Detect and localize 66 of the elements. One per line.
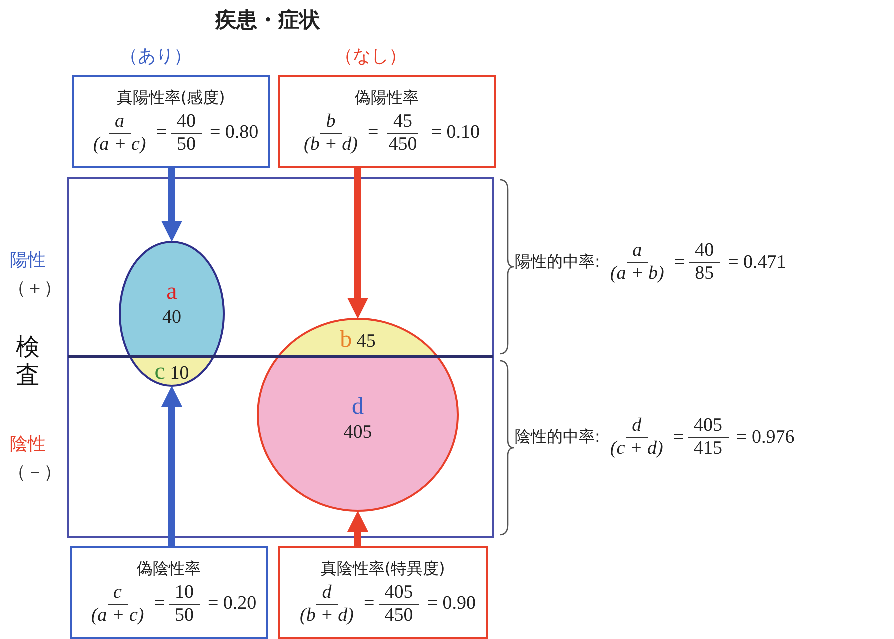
cell-count: 45 [356,331,376,352]
rate-heading: 真陽性率(感度) [116,88,226,108]
cell-count: 40 [162,307,182,328]
cell-letter: d [352,394,364,420]
equals-sign: = [364,593,375,615]
result-value: = 0.20 [208,593,257,615]
denominator: (b + d) [299,604,356,626]
cell-letter: b [340,327,352,353]
column-label: （なし） [335,45,407,68]
result-value: = 0.471 [728,252,786,274]
rate-heading: 偽陰性率 [137,558,201,580]
numerator: 405 [688,415,729,438]
result-value: = 0.80 [210,122,259,144]
rate-box [70,546,268,639]
arrow [162,168,182,242]
numerator: 40 [689,240,720,263]
rate-heading: 真陰性率(特異度) [320,558,446,580]
arrow [348,511,368,546]
ratio-name: 陽性的中率: [515,252,600,273]
ratio-name: 陰性的中率: [515,427,600,448]
row-label: （＋） [8,277,62,300]
numerator: 45 [387,110,418,134]
numerator: a [109,110,131,134]
rate-box [72,75,270,168]
denominator: (b + d) [303,134,360,156]
cell-count: 405 [344,422,372,443]
result-value: = 0.90 [427,593,476,615]
numerator: d [626,415,648,438]
denominator: (a + c) [92,134,148,156]
denominator: (a + b) [609,263,666,285]
axis-label: 検査 [16,334,41,390]
row-label: 陰性 [10,433,46,456]
numerator: d [316,582,338,604]
cell-count: 10 [170,363,190,384]
numerator: b [320,110,342,134]
numerator: 40 [170,110,202,134]
numerator: 405 [378,582,420,604]
numerator: 10 [168,582,200,604]
result-value: = 0.976 [736,426,795,448]
rate-box [278,75,496,168]
cell-letter: c [154,359,166,385]
cell-letter: a [166,279,178,305]
denominator: 50 [176,134,197,156]
denominator: 450 [384,604,414,626]
denominator: 415 [693,438,724,460]
denominator: 85 [694,263,716,285]
denominator: (c + d) [609,438,664,460]
arrow [348,168,368,319]
equals-sign: = [156,122,167,144]
equals-sign: = [674,252,686,274]
row-label: （－） [8,461,62,484]
rate-box [278,546,488,639]
numerator: a [626,240,648,263]
equals-sign: = [673,426,684,448]
result-value: = 0.10 [431,122,480,144]
title: 疾患・症状 [214,7,322,34]
denominator: 50 [174,604,195,626]
numerator: c [108,582,128,604]
denominator: (a + c) [90,604,146,626]
equals-sign: = [368,122,379,144]
rate-heading: 偽陽性率 [355,88,419,108]
arrow [162,386,182,546]
row-label: 陽性 [10,249,46,272]
column-label: （あり） [120,45,192,68]
equals-sign: = [154,593,165,615]
denominator: 450 [388,134,418,156]
